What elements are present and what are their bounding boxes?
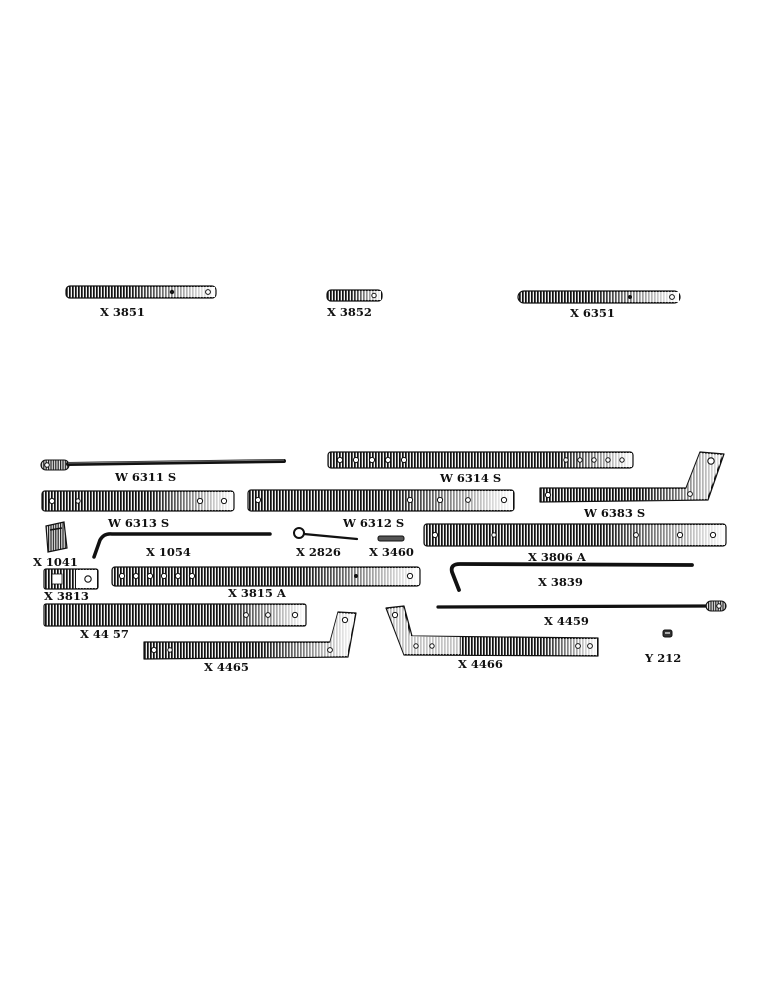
label-w6314s: W 6314 S bbox=[439, 471, 501, 485]
part-x4457 bbox=[43, 603, 307, 627]
part-x3806a bbox=[423, 523, 727, 547]
label-x1041: X 1041 bbox=[33, 555, 78, 569]
label-x3852: X 3852 bbox=[327, 305, 372, 319]
label-x4466: X 4466 bbox=[458, 657, 503, 671]
part-x1054 bbox=[92, 532, 272, 559]
part-x4459 bbox=[436, 600, 727, 612]
part-w6314s bbox=[327, 451, 634, 469]
part-x4466 bbox=[385, 605, 599, 657]
part-x6351 bbox=[517, 290, 681, 304]
label-x3839: X 3839 bbox=[538, 575, 583, 589]
part-w6312s bbox=[247, 489, 515, 512]
label-x1054: X 1054 bbox=[146, 545, 191, 559]
label-x4465: X 4465 bbox=[204, 660, 249, 674]
label-x3460: X 3460 bbox=[369, 545, 414, 559]
label-w6311s: W 6311 S bbox=[114, 470, 176, 484]
label-y212: Y 212 bbox=[644, 651, 681, 665]
label-x3813: X 3813 bbox=[44, 589, 89, 603]
part-x2826 bbox=[293, 527, 359, 541]
label-x4459: X 4459 bbox=[544, 614, 589, 628]
label-x3815a: X 3815 A bbox=[228, 586, 287, 600]
label-x2826: X 2826 bbox=[296, 545, 341, 559]
part-w6311s bbox=[40, 459, 286, 471]
label-w6383s: W 6383 S bbox=[583, 506, 645, 520]
part-x4465 bbox=[143, 611, 357, 660]
label-x3851: X 3851 bbox=[100, 305, 145, 319]
part-x3460 bbox=[377, 535, 405, 542]
label-x4457: X 44 57 bbox=[80, 627, 129, 641]
part-w6313s bbox=[41, 490, 235, 512]
part-x3839 bbox=[449, 562, 694, 592]
label-x6351: X 6351 bbox=[570, 306, 615, 320]
part-x3851 bbox=[65, 285, 217, 299]
part-x3815a bbox=[111, 566, 421, 587]
part-y212 bbox=[662, 629, 673, 638]
label-w6312s: W 6312 S bbox=[342, 516, 404, 530]
part-x3852 bbox=[326, 289, 383, 302]
part-x1041 bbox=[45, 521, 68, 553]
label-w6313s: W 6313 S bbox=[107, 516, 169, 530]
part-x3813 bbox=[43, 568, 99, 590]
part-w6383s bbox=[539, 451, 725, 503]
label-x3806a: X 3806 A bbox=[528, 550, 587, 564]
